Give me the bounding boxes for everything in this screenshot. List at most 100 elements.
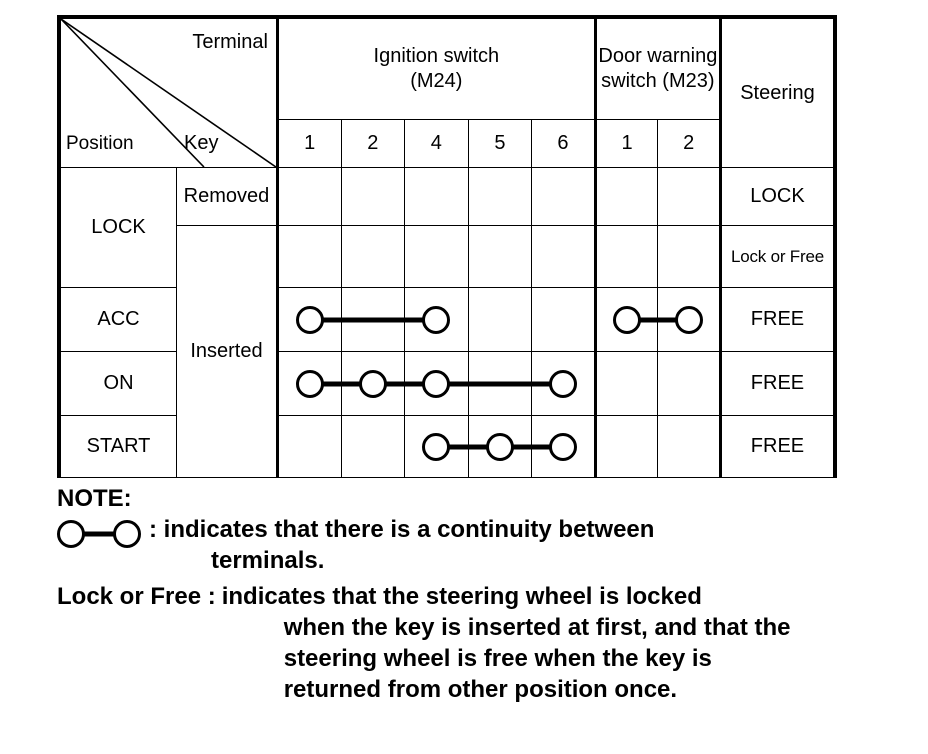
steering-cell-3: FREE (719, 351, 835, 416)
continuity-connector (309, 381, 372, 386)
cell-door-2-LOCK (657, 167, 722, 226)
cell-ignition-1-Inserted (275, 225, 342, 288)
continuity-cell-content (469, 416, 563, 477)
cell-door-1-ON (594, 351, 659, 416)
group-title-door: Door warning (598, 45, 718, 68)
cell-door-1-ACC (594, 287, 688, 352)
note-continuity-row: : indicates that there is a continuity b… (57, 515, 887, 576)
continuity-connector (372, 381, 436, 386)
cell-door-2-ACC (657, 287, 722, 352)
note-lock-or-free-label: Lock or Free : (57, 583, 216, 611)
cell-ignition-1-START (275, 415, 342, 478)
note-lock-or-free-line2: when the key is inserted at first, and t… (283, 614, 791, 642)
cell-ignition-1-LOCK (275, 167, 342, 226)
cell-ignition-2-Inserted (340, 225, 406, 288)
continuity-connector (309, 317, 433, 322)
note-continuity-line2: terminals. (211, 546, 325, 574)
note-section: NOTE: : indicates that there is a contin… (57, 487, 887, 705)
note-lock-or-free-line1: indicates that the steering wheel is loc… (221, 583, 702, 611)
steering-cell-0: LOCK (719, 167, 835, 226)
symbol-circle-left (57, 520, 85, 548)
key-cell-inserted: Inserted (176, 225, 278, 478)
continuity-connector (436, 444, 499, 449)
steering-cell-2: FREE (719, 287, 835, 352)
symbol-circle-right (113, 520, 141, 548)
key-cell-removed: Removed (176, 167, 278, 226)
terminal-number-ignition-switch-5: 5 (467, 118, 533, 169)
continuity-connector (436, 381, 562, 386)
table-row: Inserted Lock or Free (61, 225, 835, 478)
continuity-cell-content (405, 416, 499, 477)
cell-ignition-4-Inserted (404, 225, 469, 288)
table-row: START FREE (59, 415, 835, 478)
terminal-number-ignition-switch-2: 2 (340, 118, 406, 169)
continuity-symbol-icon (57, 517, 149, 551)
table-row: ON FREE (59, 351, 835, 416)
steering-cell-4: FREE (719, 415, 835, 478)
cell-ignition-6-ACC (531, 287, 597, 352)
cell-door-2-Inserted (657, 225, 722, 288)
position-cell-start: START (59, 415, 178, 478)
cell-ignition-4-LOCK (404, 167, 469, 226)
header-key-label: Key (184, 132, 219, 154)
continuity-node (422, 305, 451, 334)
note-continuity-line1: : indicates that there is a continuity b… (149, 516, 655, 543)
continuity-cell-content (597, 288, 688, 351)
continuity-node (548, 432, 577, 461)
continuity-node (295, 369, 324, 398)
continuity-node (674, 305, 703, 334)
continuity-cell-content (658, 288, 719, 351)
continuity-node (613, 305, 642, 334)
position-cell-lock: LOCK (59, 167, 178, 288)
cell-ignition-5-ACC (467, 287, 533, 352)
continuity-cell-content (405, 352, 562, 415)
terminal-number-ignition-switch-4: 4 (404, 118, 469, 169)
note-lock-or-free-line3: steering wheel is free when the key is (283, 644, 712, 672)
continuity-node (358, 369, 387, 398)
continuity-cell-content (405, 288, 468, 351)
note-continuity-text: : indicates that there is a continuity b… (149, 515, 654, 576)
cell-ignition-5-LOCK (467, 167, 533, 226)
terminal-number-door-warning-switch-1: 1 (593, 118, 659, 169)
position-cell-on: ON (59, 351, 178, 416)
continuity-node (548, 369, 577, 398)
continuity-node (295, 305, 324, 334)
terminal-number-door-warning-switch-2: 2 (657, 118, 722, 169)
cell-ignition-6-LOCK (531, 167, 597, 226)
cell-ignition-6-Inserted (531, 225, 597, 288)
position-cell-acc: ACC (59, 287, 178, 352)
continuity-cell-content (532, 416, 594, 477)
continuity-node (422, 432, 451, 461)
continuity-cell-content (279, 288, 433, 351)
note-title: NOTE: (57, 485, 132, 512)
table-row: ACC FREE (59, 287, 835, 352)
cell-ignition-2-LOCK (340, 167, 406, 226)
steering-cell-1: Lock or Free (719, 225, 835, 288)
cell-door-2-ON (657, 351, 722, 416)
cell-door-1-LOCK (594, 167, 659, 226)
cell-door-2-START (657, 415, 722, 478)
group-header-ignition-switch: Ignition switch(M24) (275, 18, 597, 120)
continuity-connector (499, 444, 563, 449)
symbol-connector-line (79, 531, 127, 537)
continuity-cell-content (279, 352, 372, 415)
continuity-node (485, 432, 514, 461)
continuity-connector (627, 317, 688, 322)
cell-ignition-4-ACC (404, 287, 469, 352)
cell-ignition-1-ACC (275, 287, 433, 352)
header-steering: Steering (719, 18, 835, 168)
cell-ignition-4-START (404, 415, 499, 478)
cell-door-1-START (594, 415, 659, 478)
continuity-cell-content (342, 352, 436, 415)
corner-diagonal-lines (61, 19, 276, 167)
group-subtitle-door: switch (M23) (601, 69, 715, 92)
note-lock-or-free-text: indicates that the steering wheel is loc… (222, 582, 791, 705)
continuity-cell-content (532, 352, 594, 415)
